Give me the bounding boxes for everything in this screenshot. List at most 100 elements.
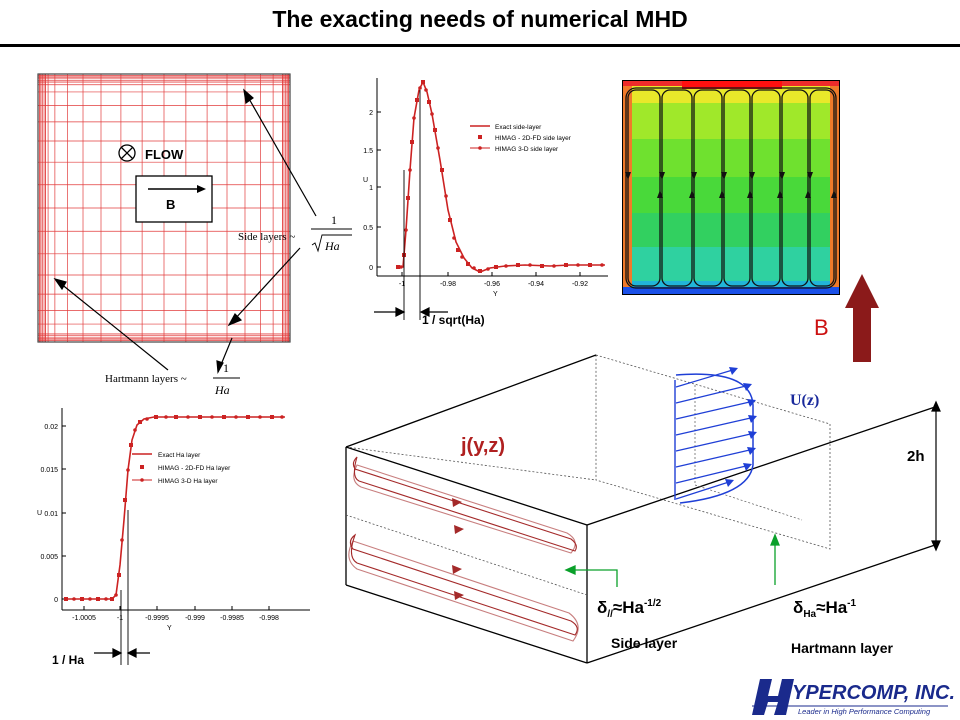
side-legend-item: HIMAG - 2D-FD side layer	[495, 135, 572, 142]
side-marker-dot	[504, 264, 508, 268]
velocity-arrow-head-icon	[747, 447, 756, 455]
side-marker-dot	[408, 168, 412, 172]
ha-ytick: 0.01	[44, 511, 58, 518]
velocity-arrow-head-icon	[729, 367, 738, 375]
ha-marker-dot	[104, 597, 108, 601]
ha-marker-dot	[186, 415, 190, 419]
ha-marker-dot	[164, 415, 168, 419]
b-field-label: B	[814, 315, 829, 340]
velocity-arrow-head-icon	[743, 463, 752, 471]
ha-legend-item: HIMAG 3-D Ha layer	[158, 478, 218, 485]
current-arrow-icon	[452, 498, 462, 507]
velocity-arrow-shaft	[675, 464, 751, 484]
side-marker-dot	[424, 88, 428, 92]
side-plot-markers	[396, 80, 604, 273]
mesh-border	[37, 73, 291, 343]
velocity-profile-arrows	[675, 367, 757, 500]
ha-marker-dot	[280, 415, 284, 419]
ha-marker-square	[110, 597, 114, 601]
b-arrow-head-icon	[845, 274, 879, 308]
current-streamlines	[625, 87, 837, 289]
side-marker-square	[396, 265, 400, 269]
hartmann-layer-plot: 0 0.005 0.01 0.015 0.02 -1.0005 -1 -0.99…	[37, 408, 310, 667]
ha-marker-square	[246, 415, 250, 419]
velocity-arrow-shaft	[675, 432, 756, 452]
side-marker-square	[406, 196, 410, 200]
ha-marker-square	[138, 420, 142, 424]
side-marker-dot	[600, 263, 604, 267]
side-marker-dot	[418, 86, 422, 90]
ha-legend-item: HIMAG - 2D-FD Ha layer	[158, 465, 231, 472]
side-marker-square	[440, 168, 444, 172]
side-marker-dot	[412, 116, 416, 120]
ha-marker-dot	[234, 415, 238, 419]
side-legend-item: Exact side-layer	[495, 124, 542, 131]
side-plot-yticks: 0 0.5 1 1.5 2	[363, 110, 381, 272]
side-plot-legend: Exact side-layer HIMAG - 2D-FD side laye…	[470, 124, 572, 153]
side-layers-label: Side layers ~	[238, 231, 295, 243]
side-layer-label: Side layer	[611, 635, 678, 651]
side-dimension-label: 1 / sqrt(Ha)	[422, 313, 485, 327]
ha-marker-square	[64, 597, 68, 601]
ha-marker-dot	[145, 417, 149, 421]
side-marker-square	[433, 128, 437, 132]
side-xtick: -1	[399, 281, 405, 288]
velocity-arrow-shaft	[675, 384, 751, 404]
ha-xtick: -0.9985	[220, 615, 244, 622]
ha-marker-dot	[126, 468, 130, 472]
streamline-arrow	[779, 172, 785, 180]
ha-marker-square	[117, 573, 121, 577]
ha-plot-markers	[64, 415, 284, 601]
velocity-arrow-head-icon	[725, 479, 734, 487]
velocity-profile-envelope	[675, 373, 754, 504]
streamline-loop	[781, 89, 809, 287]
ha-marker-square	[270, 415, 274, 419]
duct-outline	[345, 354, 936, 664]
ha-marker-dot	[72, 597, 76, 601]
current-loops	[348, 456, 579, 642]
side-marker-dot	[399, 265, 403, 269]
side-legend-item: HIMAG 3-D side layer	[495, 146, 559, 153]
ha-marker-square	[198, 415, 202, 419]
hartmann-layer-thickness: δHa≈Ha-1	[793, 598, 857, 620]
ha-marker-square	[129, 443, 133, 447]
velocity-contour-image	[622, 80, 840, 295]
ha-marker-dot	[133, 428, 137, 432]
side-marker-square	[427, 100, 431, 104]
side-marker-square	[410, 140, 414, 144]
ha-marker-dot	[120, 538, 124, 542]
hypercomp-logo: YPERCOMP, INC. Leader in High Performanc…	[752, 679, 955, 716]
side-layer-thickness: δ//≈Ha-1/2	[597, 598, 662, 620]
ha-marker-square	[174, 415, 178, 419]
side-marker-dot	[404, 228, 408, 232]
side-xtick: -0.94	[528, 281, 544, 288]
streamline-loop	[809, 89, 835, 287]
ha-dimension-arrows	[94, 648, 150, 658]
side-ytick: 0.5	[363, 225, 373, 232]
velocity-arrow-shaft	[675, 368, 737, 388]
side-layer-plot: 0 0.5 1 1.5 2 -1 -0.98 -0.96 -0.94 -0.92…	[363, 78, 608, 327]
height-label: 2h	[907, 448, 925, 465]
duct-diagram: U(z) j(y,z) 2h δ//≈Ha-1/2 δHa≈Ha-1 Side …	[345, 354, 941, 664]
streamline-outer-loop	[625, 87, 837, 289]
side-plot-ylabel: U	[363, 177, 368, 184]
ha-ytick: 0	[54, 597, 58, 604]
side-ytick: 2	[369, 110, 373, 117]
b-field-arrow	[845, 274, 879, 362]
ha-xtick: -1.0005	[72, 615, 96, 622]
flow-label: FLOW	[145, 147, 184, 162]
side-marker-square	[516, 263, 520, 267]
ha-ytick: 0.02	[44, 424, 58, 431]
streamline-loop	[661, 89, 693, 287]
side-marker-square	[588, 263, 592, 267]
side-xtick: -0.96	[484, 281, 500, 288]
side-marker-square	[494, 265, 498, 269]
side-marker-square	[564, 263, 568, 267]
side-layers-denominator: Ha	[324, 239, 340, 253]
side-exact-curve	[398, 80, 605, 273]
streamline-arrow	[721, 172, 727, 180]
ha-xtick: -0.998	[259, 615, 279, 622]
current-arrow-icon	[454, 525, 464, 534]
streamline-loop	[751, 89, 781, 287]
